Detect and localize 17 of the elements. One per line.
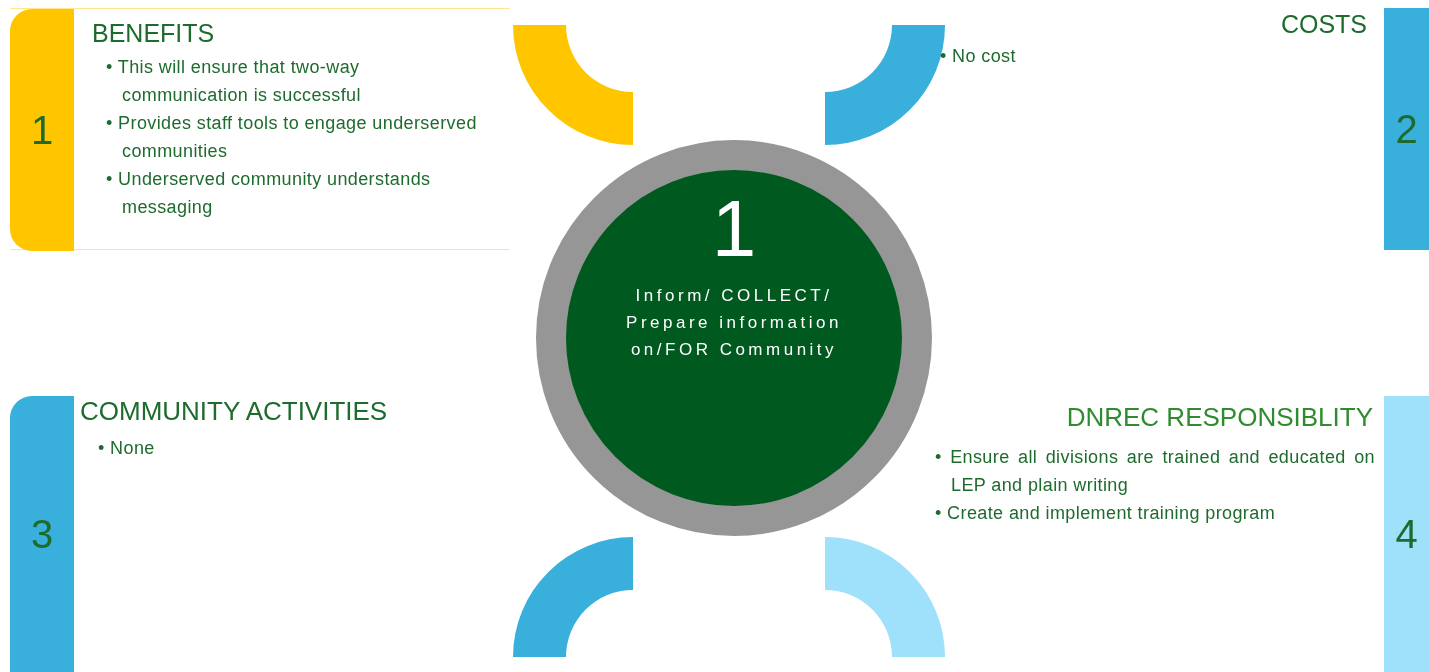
bullet-item: • Create and implement training program <box>935 502 1277 525</box>
step-description: Inform/ COLLECT/ Prepare information on/FOR Community <box>625 285 843 361</box>
bullet-item: • None <box>98 437 156 460</box>
panel-heading: DNREC RESPONSIBLITY <box>1066 402 1373 433</box>
panel-heading: COMMUNITY ACTIVITIES <box>80 396 388 427</box>
number-tab: 2 <box>1384 8 1429 250</box>
bullet-item: • Ensure all divisions are trained and educated on LEP and plain writing <box>935 446 1375 497</box>
number-tab: 3 <box>10 396 74 672</box>
bullet-item: • Provides staff tools to engage underserved communities <box>106 112 478 163</box>
step-number: 1 <box>710 184 758 274</box>
panel-heading: BENEFITS <box>92 19 215 48</box>
bullet-item: • This will ensure that two-way communication is successful <box>106 56 362 107</box>
number-tab: 4 <box>1384 396 1429 672</box>
panel-heading: COSTS <box>1280 10 1367 39</box>
bullet-item: • No cost <box>940 45 1017 68</box>
number-tab: 1 <box>10 9 74 251</box>
bullet-item: • Underserved community understands messaging <box>106 168 432 219</box>
